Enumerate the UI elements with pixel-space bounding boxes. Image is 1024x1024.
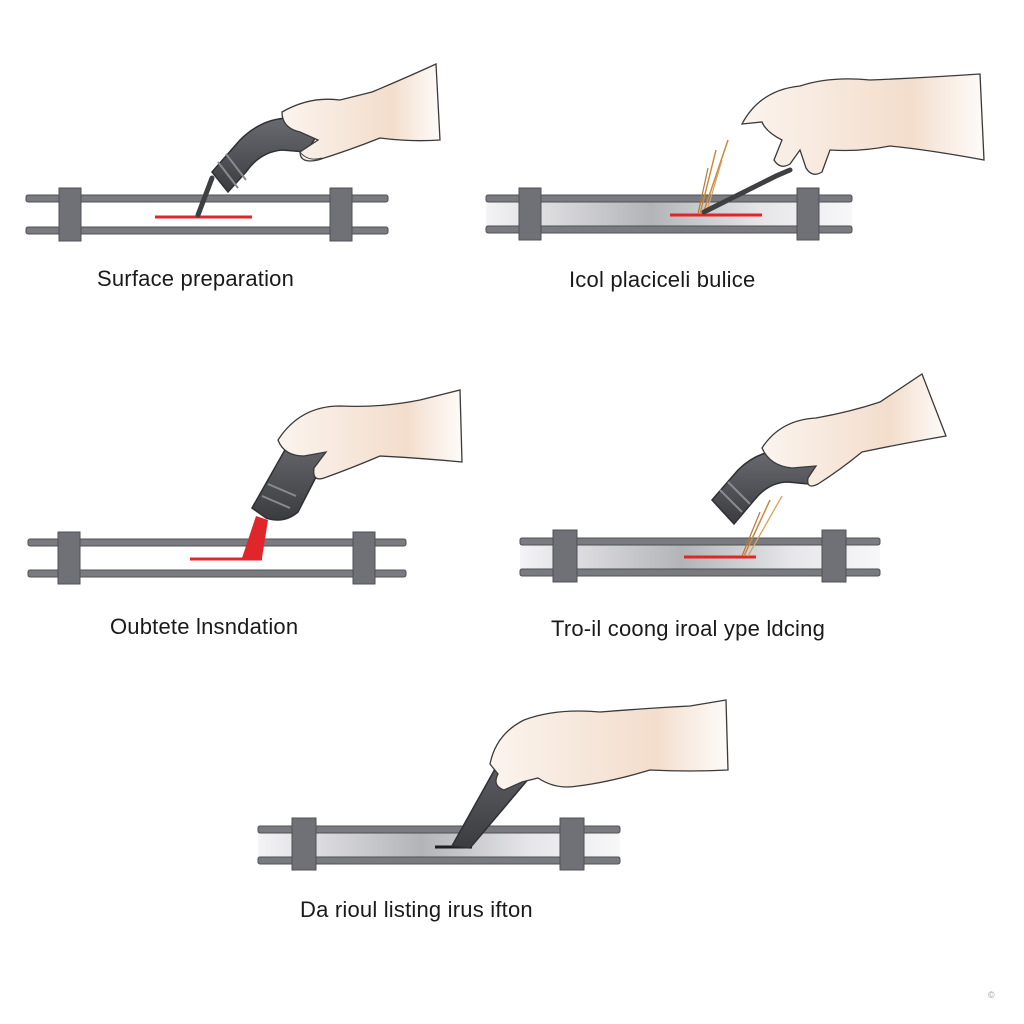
grinder-tool (195, 117, 324, 218)
step-1-figure (25, 63, 441, 242)
corner-mark: © (988, 990, 995, 1000)
hand (489, 699, 729, 791)
hand (277, 389, 463, 480)
rail-track (485, 187, 853, 241)
step-3-figure (27, 389, 463, 585)
step-1-caption: Surface preparation (97, 266, 295, 291)
sparks (741, 495, 783, 557)
step-2-figure (485, 73, 985, 241)
step-2-caption: Icol pla​ciceli bulice (569, 267, 756, 292)
step-5-figure (257, 699, 729, 871)
hand (761, 373, 947, 487)
hand (740, 73, 985, 175)
step-5-caption: Da rioul listing irus ifton (300, 897, 533, 922)
step-4-caption: Tro-il coong iroal ype ldcing (551, 616, 826, 641)
hand (281, 63, 441, 162)
sparks (697, 139, 729, 215)
rail-track (25, 187, 389, 242)
red-mark (190, 516, 268, 561)
rail-track (27, 531, 407, 585)
step-3-caption: Oubtete lnsndation (110, 614, 299, 639)
rail-track (257, 817, 621, 871)
step-4-figure (519, 373, 947, 583)
